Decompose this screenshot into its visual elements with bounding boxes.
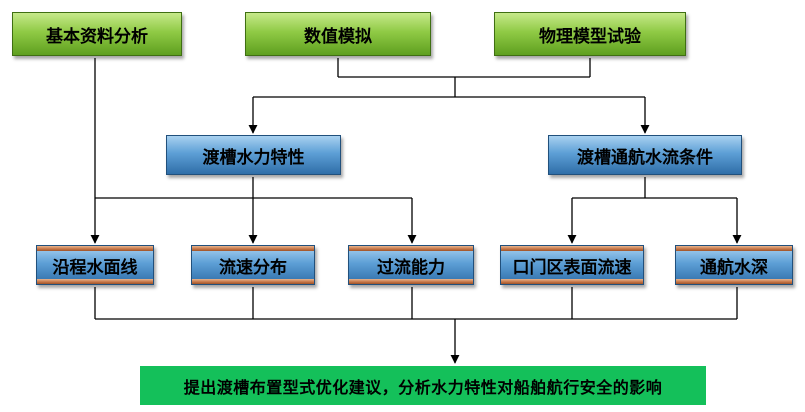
- gate-surface-velocity-label: 口门区表面流速: [512, 257, 632, 278]
- flow-capacity-bottom-bar: [349, 279, 473, 284]
- numerical-simulation-box: 数值模拟: [245, 12, 431, 56]
- aqueduct-hydraulic-box: 渡槽水力特性: [166, 135, 341, 175]
- conclusion-box: 提出渡槽布置型式优化建议，分析水力特性对船舶航行安全的影响: [140, 366, 706, 405]
- numerical-simulation-label: 数值模拟: [304, 26, 372, 47]
- gate-surface-velocity-bottom-bar: [501, 279, 643, 284]
- aqueduct-navigation-box: 渡槽通航水流条件: [548, 135, 742, 175]
- water-surface-profile-bottom-bar: [37, 279, 153, 284]
- aqueduct-navigation-label: 渡槽通航水流条件: [577, 147, 713, 168]
- physical-model-test-label: 物理模型试验: [539, 26, 641, 47]
- velocity-distribution-bottom-bar: [192, 279, 314, 284]
- flow-capacity-label: 过流能力: [377, 257, 445, 278]
- gate-surface-velocity-top-bar: [501, 246, 643, 251]
- navigation-depth-bottom-bar: [676, 279, 792, 284]
- water-surface-profile-top-bar: [37, 246, 153, 251]
- conclusion-label: 提出渡槽布置型式优化建议，分析水力特性对船舶航行安全的影响: [183, 377, 663, 397]
- aqueduct-hydraulic-label: 渡槽水力特性: [202, 147, 305, 168]
- navigation-depth-box: 通航水深: [675, 245, 793, 285]
- water-surface-profile-box: 沿程水面线: [36, 245, 154, 285]
- physical-model-test-box: 物理模型试验: [494, 12, 686, 56]
- water-surface-profile-label: 沿程水面线: [52, 257, 138, 278]
- flow-capacity-box: 过流能力: [348, 245, 474, 285]
- navigation-depth-label: 通航水深: [700, 257, 768, 278]
- basic-data-analysis-label: 基本资料分析: [46, 26, 148, 47]
- velocity-distribution-top-bar: [192, 246, 314, 251]
- flow-capacity-top-bar: [349, 246, 473, 251]
- velocity-distribution-label: 流速分布: [219, 257, 287, 278]
- navigation-depth-top-bar: [676, 246, 792, 251]
- basic-data-analysis-box: 基本资料分析: [12, 12, 182, 56]
- gate-surface-velocity-box: 口门区表面流速: [500, 245, 644, 285]
- velocity-distribution-box: 流速分布: [191, 245, 315, 285]
